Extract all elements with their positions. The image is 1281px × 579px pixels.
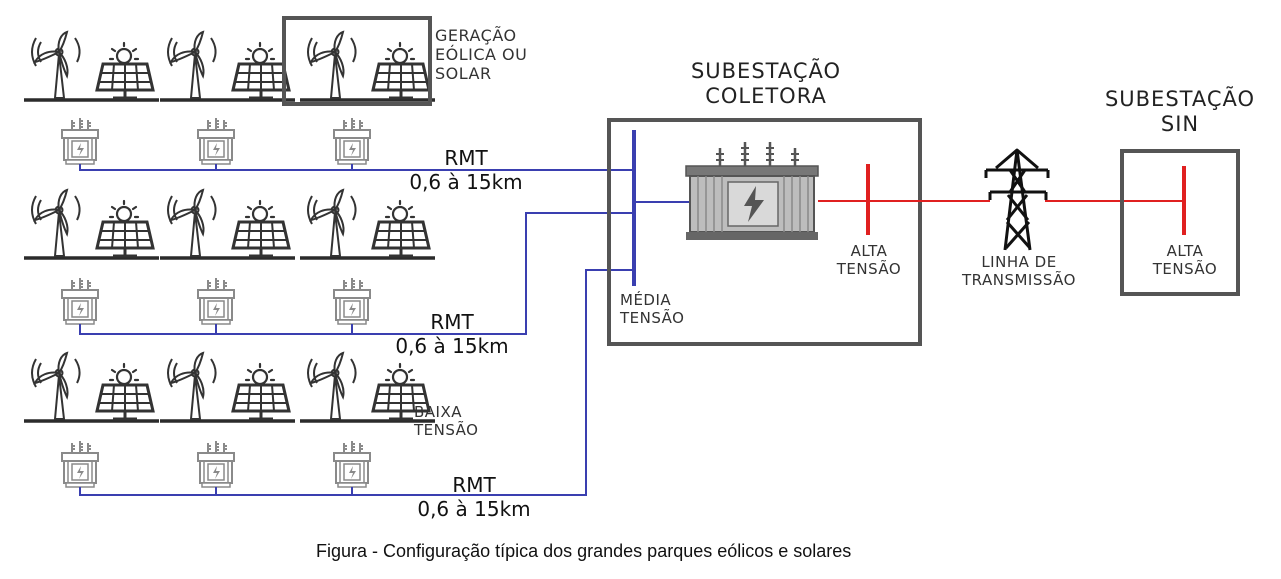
substation-sin-frame <box>1120 149 1240 296</box>
power-transformer-icon <box>685 142 819 240</box>
rmt-label-row1: RMT 0,6 à 15km <box>409 146 523 194</box>
low-voltage-label: BAIXA TENSÃO <box>414 403 479 439</box>
collector-substation-title: SUBESTAÇÃO COLETORA <box>690 59 842 109</box>
high-voltage-collector-label: ALTA TENSÃO <box>836 242 902 278</box>
transmission-line-label: LINHA DE TRANSMISSÃO <box>962 253 1076 289</box>
transmission-tower-icon <box>984 148 1050 251</box>
rmt-label-row3: RMT 0,6 à 15km <box>417 473 531 521</box>
transformer-icon <box>61 117 371 488</box>
medium-voltage-label: MÉDIA TENSÃO <box>620 291 685 327</box>
wind-turbine-icon <box>22 30 437 423</box>
mv-feeder-lines <box>79 164 690 496</box>
substation-collector-frame <box>607 118 922 346</box>
generation-highlight-frame <box>282 16 432 106</box>
high-voltage-sin-label: ALTA TENSÃO <box>1152 242 1218 278</box>
hv-lines <box>818 164 1186 235</box>
generation-label: GERAÇÃO EÓLICA OU SOLAR <box>435 26 528 84</box>
sin-substation-title: SUBESTAÇÃO SIN <box>1104 87 1256 137</box>
rmt-label-row2: RMT 0,6 à 15km <box>395 310 509 358</box>
figure-caption: Figura - Configuração típica dos grandes… <box>316 541 852 561</box>
